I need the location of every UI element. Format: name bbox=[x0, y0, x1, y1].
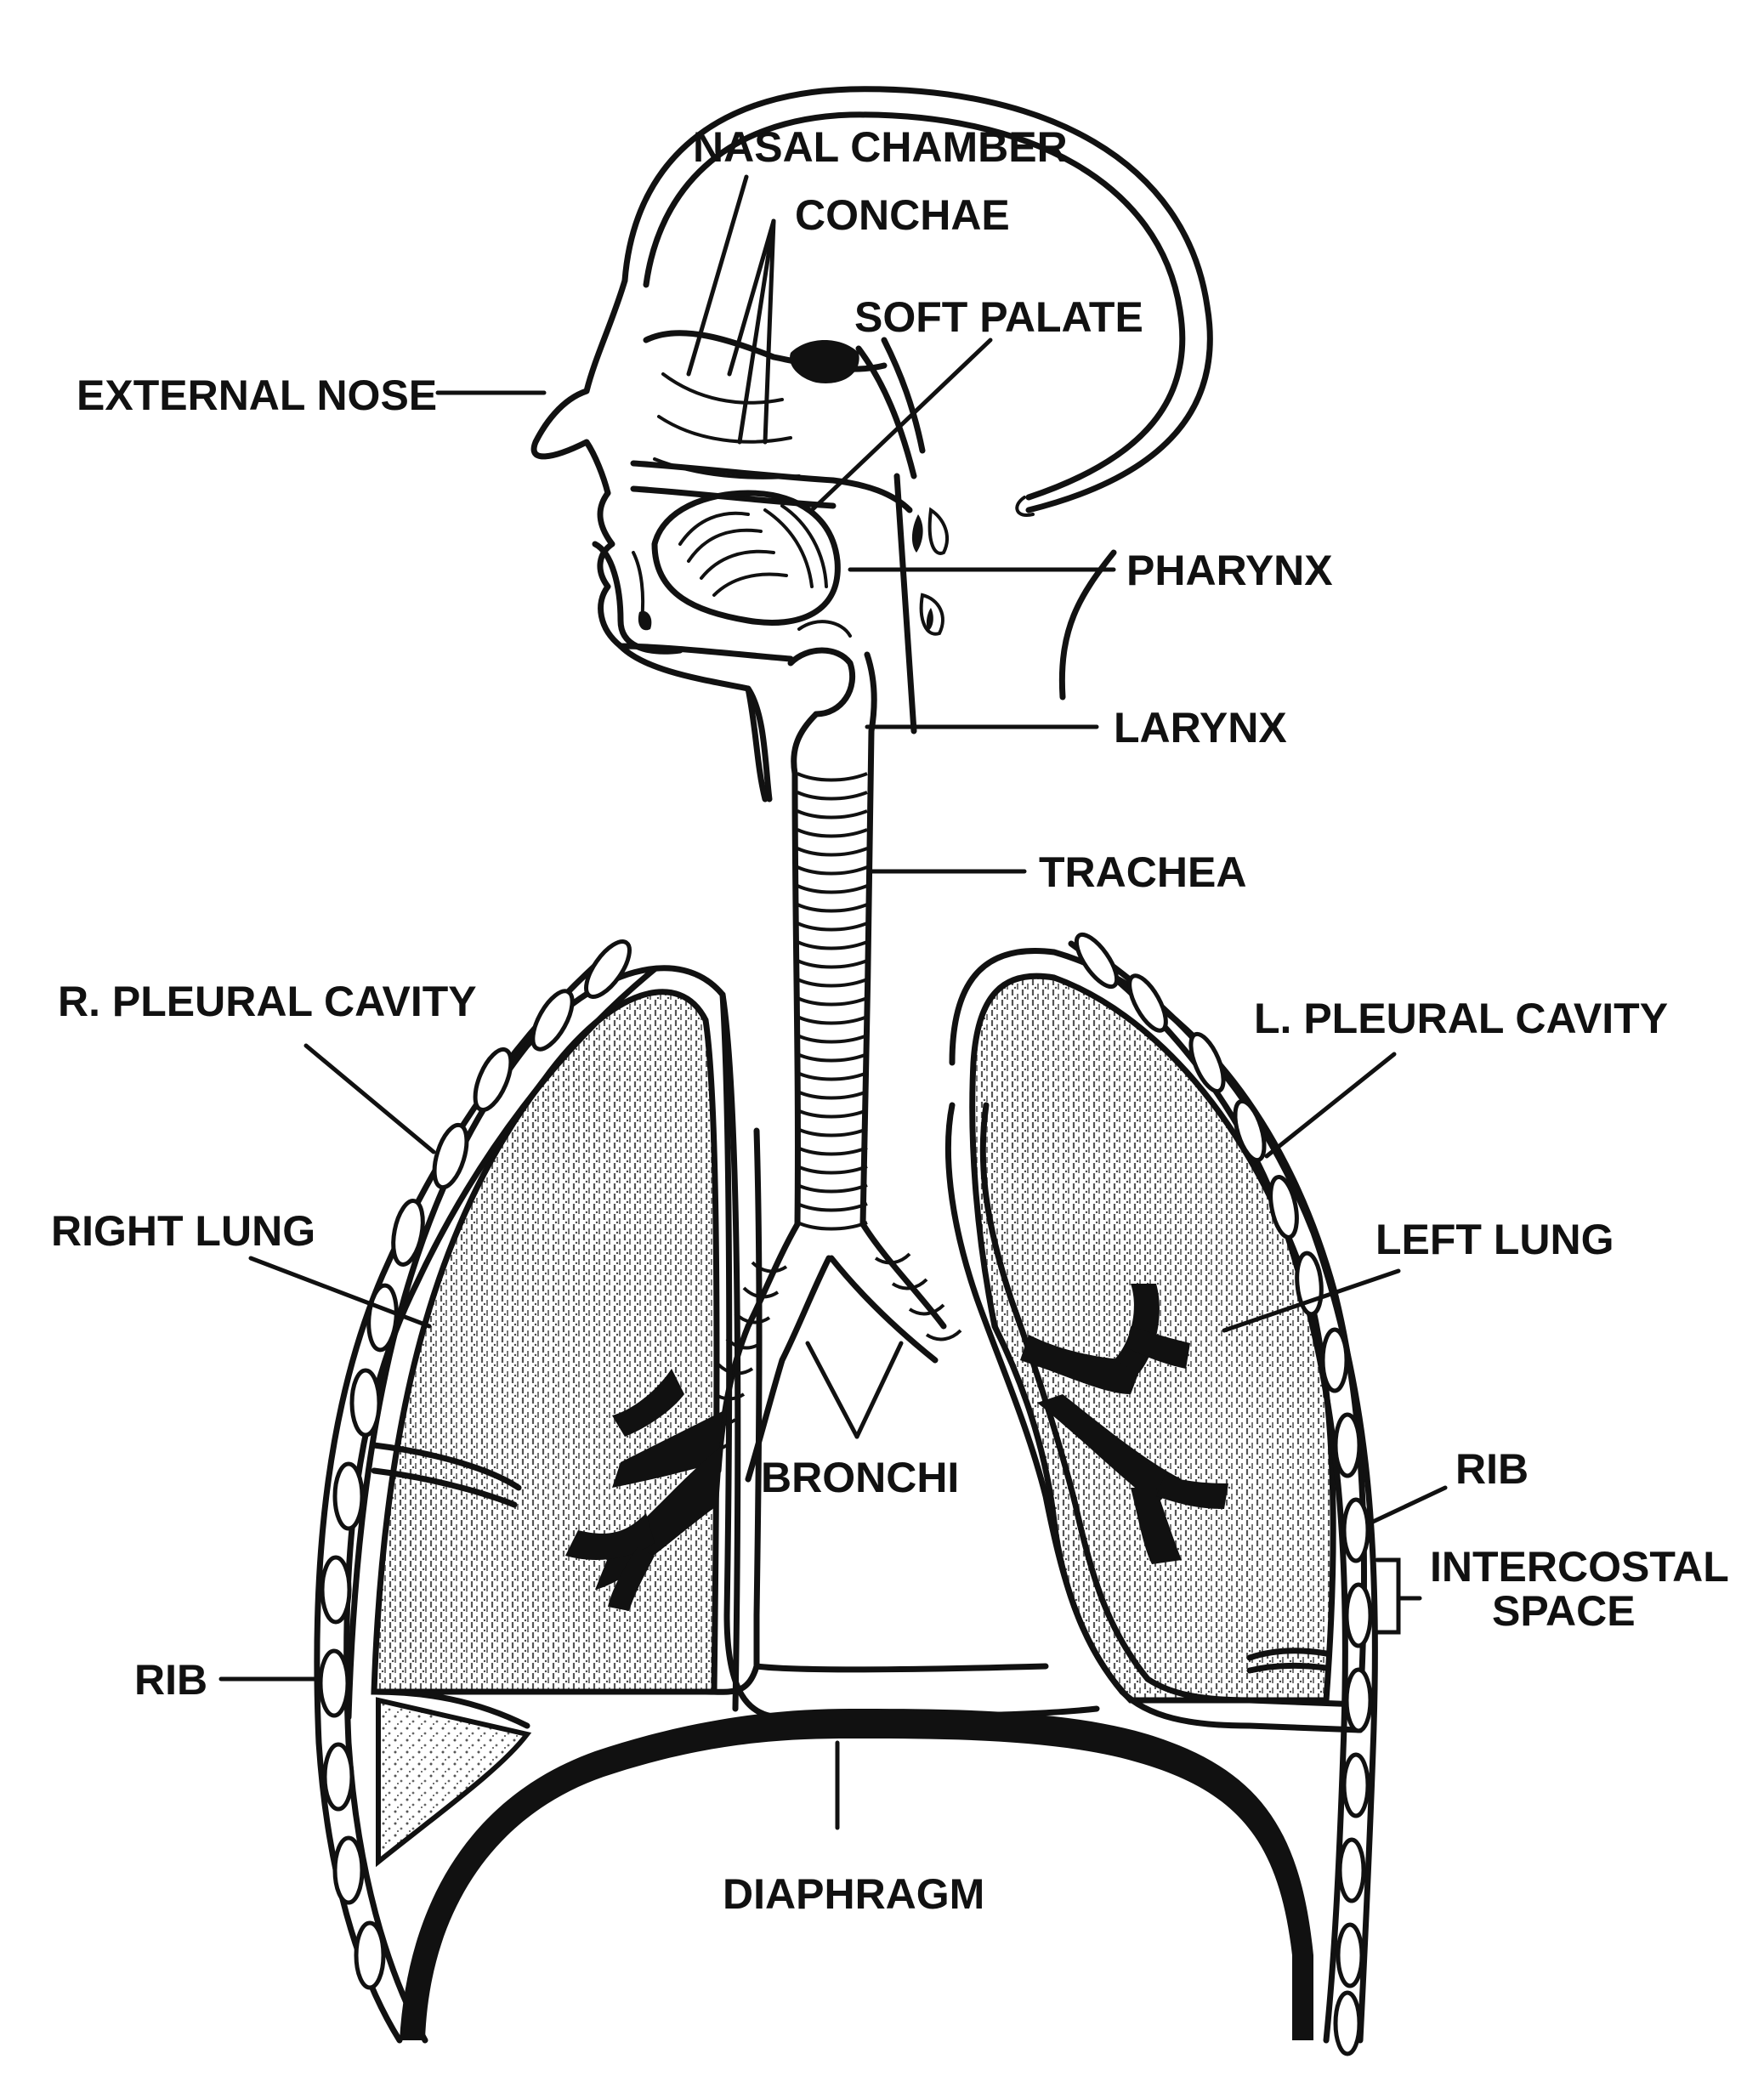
bronchi-illustration bbox=[691, 1221, 962, 1483]
rib-cross-section bbox=[1341, 1497, 1370, 1563]
bronchus-ring bbox=[751, 1261, 788, 1273]
trachea-ring bbox=[797, 791, 868, 801]
rib-cross-section bbox=[1127, 973, 1168, 1033]
trachea-ring bbox=[797, 1127, 868, 1137]
label-pharynx: PHARYNX bbox=[1126, 547, 1333, 594]
rib-cross-section bbox=[473, 1047, 513, 1113]
rib-cross-section bbox=[432, 1122, 469, 1190]
rib-cross-section bbox=[332, 1835, 365, 1905]
trachea-ring bbox=[797, 1202, 868, 1212]
rib-cross-section bbox=[1233, 1098, 1267, 1163]
rib-cross-section bbox=[349, 1368, 382, 1438]
label-rib-left: RIB bbox=[134, 1656, 207, 1704]
rib-cross-section bbox=[366, 1283, 399, 1353]
trachea-ring bbox=[797, 1052, 868, 1063]
trachea-ring bbox=[797, 996, 868, 1007]
rib-cross-section bbox=[1344, 1582, 1373, 1648]
rib-cross-section bbox=[584, 939, 632, 999]
trachea-ring bbox=[797, 847, 868, 857]
trachea-ring bbox=[797, 1090, 868, 1100]
trachea-ring bbox=[797, 959, 868, 969]
rib-cross-section bbox=[318, 1648, 350, 1718]
trachea-ring bbox=[797, 1146, 868, 1156]
label-left-lung: LEFT LUNG bbox=[1375, 1216, 1614, 1263]
trachea-illustration bbox=[791, 728, 875, 1231]
trachea-ring bbox=[797, 922, 868, 932]
rib-cross-section bbox=[1337, 1837, 1366, 1903]
rib-cross-section bbox=[320, 1555, 352, 1625]
rib-cross-section bbox=[1074, 932, 1120, 990]
rib-cross-section bbox=[391, 1199, 425, 1267]
head-illustration bbox=[530, 86, 1213, 803]
bronchus-ring bbox=[891, 1278, 928, 1290]
trachea-ring bbox=[797, 1183, 868, 1194]
trachea-ring bbox=[797, 1071, 868, 1081]
rib-cross-section bbox=[1336, 1922, 1364, 1988]
right-lung-illustration bbox=[345, 965, 741, 1868]
trachea-ring bbox=[797, 940, 868, 950]
rib-cross-section bbox=[1341, 1752, 1370, 1818]
trachea-ring bbox=[797, 865, 868, 876]
label-conchae: CONCHAE bbox=[795, 191, 1010, 239]
leader-lines bbox=[218, 174, 1448, 1830]
rib-cross-section bbox=[1320, 1327, 1349, 1393]
bronchus-ring bbox=[908, 1303, 945, 1316]
trachea-ring bbox=[797, 828, 868, 838]
label-diaphragm: DIAPHRAGM bbox=[723, 1870, 984, 1918]
rib-cross-section bbox=[332, 1461, 365, 1531]
labels: NASAL CHAMBER CONCHAE SOFT PALATE EXTERN… bbox=[51, 123, 1729, 1918]
label-nasal-chamber: NASAL CHAMBER bbox=[693, 123, 1068, 171]
bronchus-ring bbox=[874, 1252, 911, 1265]
bronchus-ring bbox=[925, 1329, 962, 1341]
trachea-ring bbox=[797, 978, 868, 988]
rib-cross-section bbox=[1188, 1031, 1226, 1094]
rib-cross-section bbox=[1344, 1667, 1373, 1733]
trachea-ring bbox=[797, 1015, 868, 1025]
label-external-nose: EXTERNAL NOSE bbox=[77, 372, 437, 419]
rib-cross-section bbox=[322, 1742, 355, 1812]
label-trachea: TRACHEA bbox=[1039, 848, 1246, 896]
trachea-ring bbox=[797, 1109, 868, 1119]
trachea-ring bbox=[797, 1034, 868, 1044]
label-intercostal: INTERCOSTAL bbox=[1430, 1543, 1729, 1591]
rib-cross-section bbox=[530, 989, 575, 1052]
label-bronchi: BRONCHI bbox=[761, 1454, 959, 1501]
chest-wall-illustration bbox=[314, 932, 1378, 2056]
label-space: SPACE bbox=[1492, 1587, 1636, 1635]
label-larynx: LARYNX bbox=[1114, 704, 1287, 752]
rib-cross-section bbox=[354, 1920, 386, 1990]
trachea-ring bbox=[797, 903, 868, 913]
trachea-ring bbox=[797, 809, 868, 820]
rib-cross-section bbox=[1333, 1412, 1362, 1478]
label-right-lung: RIGHT LUNG bbox=[51, 1207, 315, 1255]
label-rib-right: RIB bbox=[1455, 1445, 1529, 1493]
left-lung-illustration bbox=[944, 948, 1368, 1712]
label-soft-palate: SOFT PALATE bbox=[854, 293, 1143, 341]
bronchus-ring bbox=[717, 1363, 754, 1375]
trachea-ring bbox=[797, 1221, 868, 1231]
rib-cross-section bbox=[1333, 1990, 1362, 2056]
rib-cross-section bbox=[1268, 1175, 1299, 1239]
trachea-ring bbox=[797, 1165, 868, 1175]
label-r-pleural-cavity: R. PLEURAL CAVITY bbox=[58, 978, 477, 1025]
trachea-ring bbox=[797, 884, 868, 894]
trachea-ring bbox=[797, 772, 868, 782]
label-l-pleural-cavity: L. PLEURAL CAVITY bbox=[1254, 995, 1668, 1042]
